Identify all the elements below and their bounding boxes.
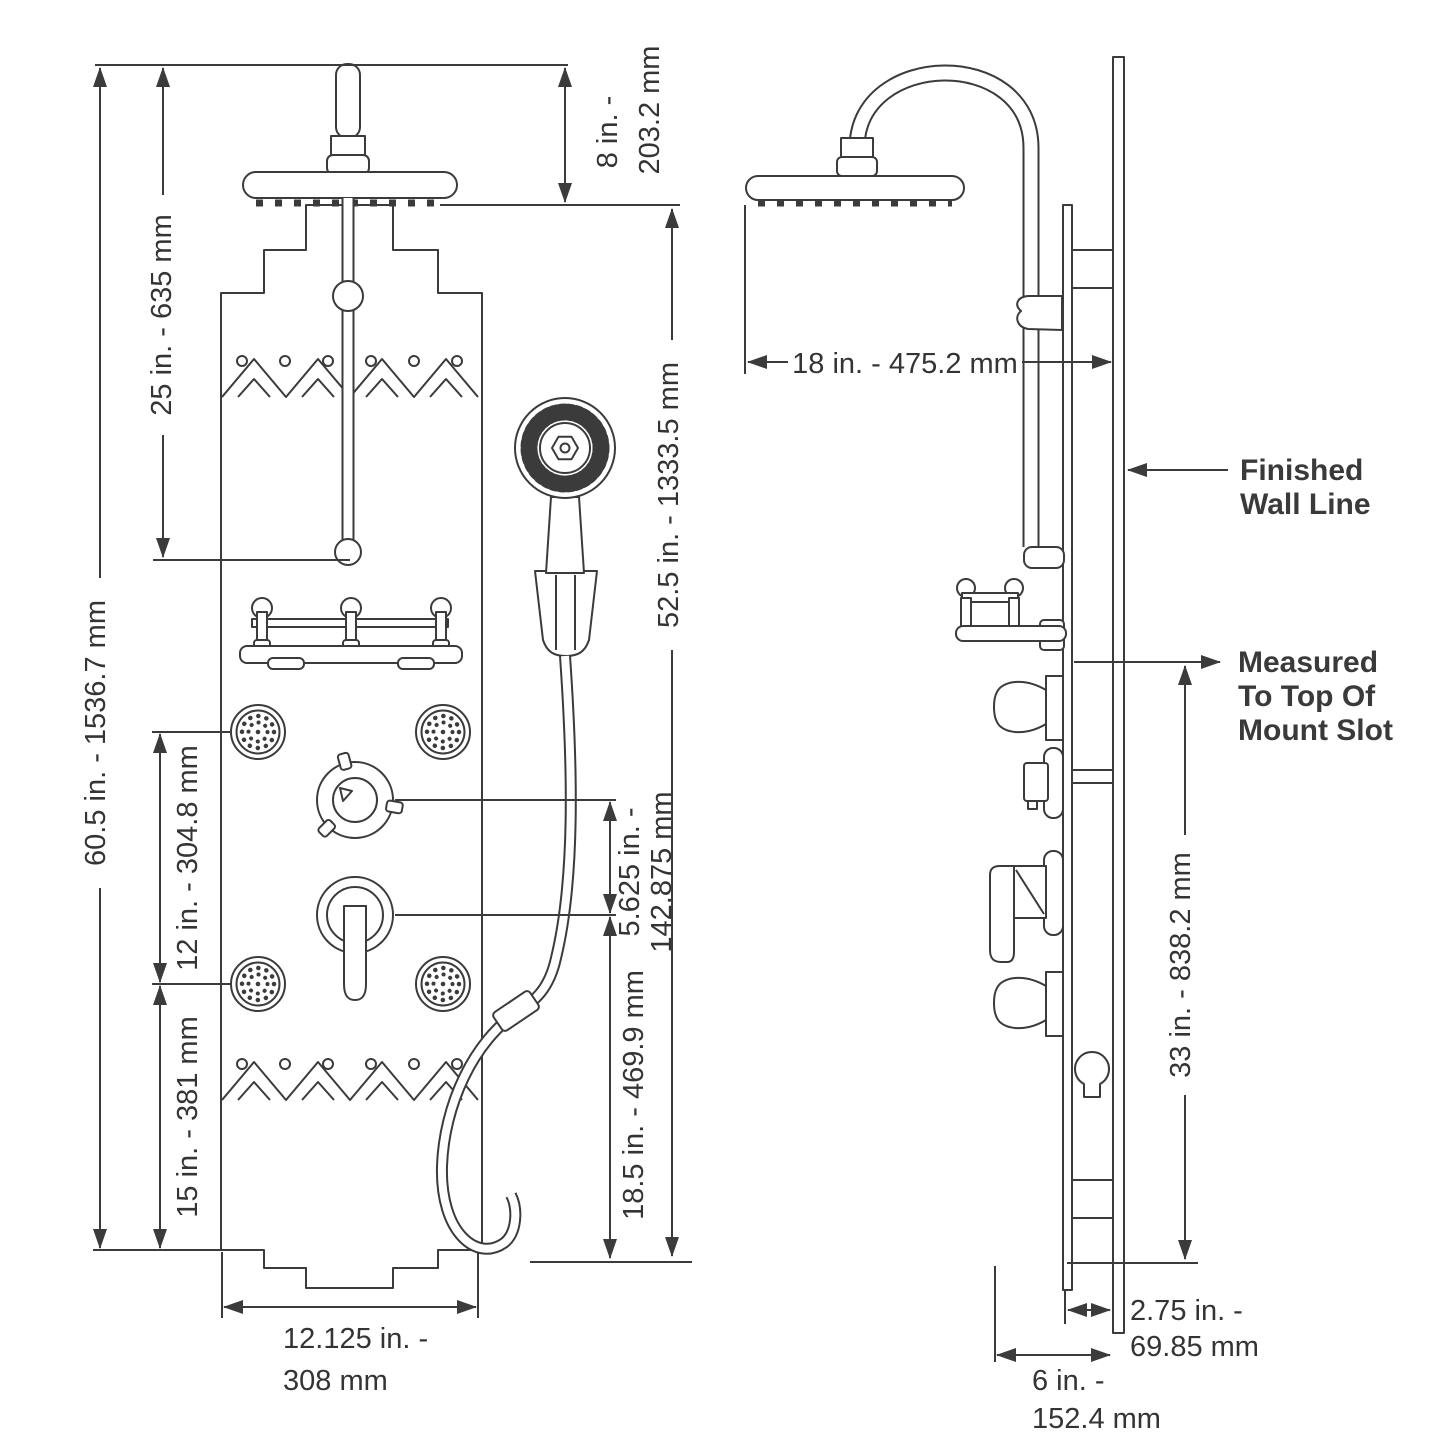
dim-mount-slot-height: 33 in. - 838.2 mm	[1163, 665, 1197, 1260]
finished-wall-label-line2: Wall Line	[1240, 488, 1371, 521]
dim-head-to-bottom-label: 52.5 in. - 1333.5 mm	[653, 362, 685, 628]
body-jet-side-upper	[993, 675, 1064, 741]
gooseneck-pipe	[848, 64, 1065, 569]
dim-wall-offset-label-line2: 69.85 mm	[1130, 1331, 1259, 1363]
dim-diverter-to-valve-label-line2: 142.875 mm	[646, 791, 678, 952]
dim-overall-height: 60.5 in. - 1536.7 mm	[78, 67, 112, 1249]
pipe-panel-fitting	[1023, 546, 1065, 569]
dim-panel-width-label-line2: 308 mm	[283, 1365, 388, 1397]
shelf-side	[955, 578, 1067, 651]
lever-handle-side	[989, 850, 1064, 963]
hand-shower-holder	[534, 570, 598, 657]
dim-valve-to-bottom: 18.5 in. - 469.9 mm	[603, 916, 650, 1259]
dim-panel-width-label-line1: 12.125 in. -	[283, 1323, 428, 1355]
riser-pipe	[332, 198, 364, 566]
dim-head-reach: 18 in. - 475.2 mm	[747, 344, 1112, 380]
body-jet-top-left	[230, 704, 286, 760]
finished-wall	[1112, 56, 1125, 1334]
body-jet-bottom-left	[230, 956, 286, 1012]
mount-slot-callout: Measured To Top Of Mount Slot	[1074, 646, 1393, 747]
dim-jet-spacing: 12 in. - 304.8 mm	[153, 733, 204, 983]
dim-jet-to-bottom-label: 15 in. - 381 mm	[172, 1016, 204, 1217]
diverter-knob-side	[1023, 747, 1064, 819]
dimensions: 60.5 in. - 1536.7 mm 25 in. - 635 mm 8 i…	[78, 46, 1259, 1435]
diverter-knob	[316, 751, 404, 839]
dim-total-depth-label-line1: 6 in. -	[1032, 1365, 1105, 1397]
dim-total-depth: 6 in. - 152.4 mm	[996, 1348, 1161, 1435]
dim-head-reach-label: 18 in. - 475.2 mm	[792, 348, 1018, 380]
body-jet-bottom-right	[415, 956, 471, 1012]
hose-connector	[492, 990, 540, 1032]
mount-brackets	[1072, 249, 1112, 1219]
dim-jet-to-bottom: 15 in. - 381 mm	[153, 985, 204, 1249]
finished-wall-callout: Finished Wall Line	[1127, 454, 1371, 521]
dim-mount-slot-height-label: 33 in. - 838.2 mm	[1165, 852, 1197, 1078]
dim-top-to-pipe-end-label: 25 in. - 635 mm	[146, 214, 178, 415]
body-jet-top-right	[415, 704, 471, 760]
hand-shower-hose	[435, 655, 577, 1255]
dim-overall-height-label: 60.5 in. - 1536.7 mm	[80, 600, 112, 866]
dim-diverter-to-valve: 5.625 in. - 142.875 mm	[603, 791, 678, 953]
pipe-end-ball	[334, 538, 362, 566]
dim-top-to-pipe-end: 25 in. - 635 mm	[144, 67, 178, 558]
dim-diverter-to-valve-label-line1: 5.625 in. -	[614, 808, 646, 937]
mount-slot-keyhole	[1074, 1051, 1110, 1098]
side-view	[745, 56, 1125, 1334]
dim-panel-width: 12.125 in. - 308 mm	[223, 1300, 477, 1397]
dim-jet-spacing-label: 12 in. - 304.8 mm	[172, 745, 204, 971]
dim-valve-to-bottom-label: 18.5 in. - 469.9 mm	[618, 970, 650, 1220]
dim-head-to-bottom: 52.5 in. - 1333.5 mm	[651, 208, 685, 1257]
rain-shower-head-side	[745, 137, 965, 207]
dim-wall-offset-label-line1: 2.75 in. -	[1130, 1295, 1243, 1327]
finished-wall-label-line1: Finished	[1240, 454, 1363, 487]
dim-arm-height: 8 in. - 203.2 mm	[558, 46, 666, 203]
mount-slot-label-line1: Measured	[1238, 646, 1378, 679]
dim-total-depth-label-line2: 152.4 mm	[1032, 1403, 1161, 1435]
dim-arm-height-label-line2: 203.2 mm	[634, 46, 666, 175]
body-jet-side-lower	[993, 971, 1064, 1037]
dim-wall-offset: 2.75 in. - 69.85 mm	[1067, 1295, 1259, 1363]
panel-slab	[1062, 204, 1073, 1291]
decor-band-bottom	[221, 1058, 479, 1101]
extension-lines	[93, 64, 1198, 1362]
shelf	[239, 597, 463, 670]
shower-arm	[326, 63, 370, 175]
annotations: Finished Wall Line Measured To Top Of Mo…	[1074, 454, 1393, 747]
pipe-union	[332, 280, 364, 312]
mount-slot-label-line3: Mount Slot	[1238, 714, 1393, 747]
dim-arm-height-label-line1: 8 in. -	[592, 96, 624, 169]
mount-slot-label-line2: To Top Of	[1238, 680, 1376, 713]
hand-shower	[514, 397, 616, 657]
hand-shower-bracket-side	[1016, 295, 1063, 331]
front-view	[220, 63, 616, 1289]
lever-handle	[316, 876, 394, 1001]
